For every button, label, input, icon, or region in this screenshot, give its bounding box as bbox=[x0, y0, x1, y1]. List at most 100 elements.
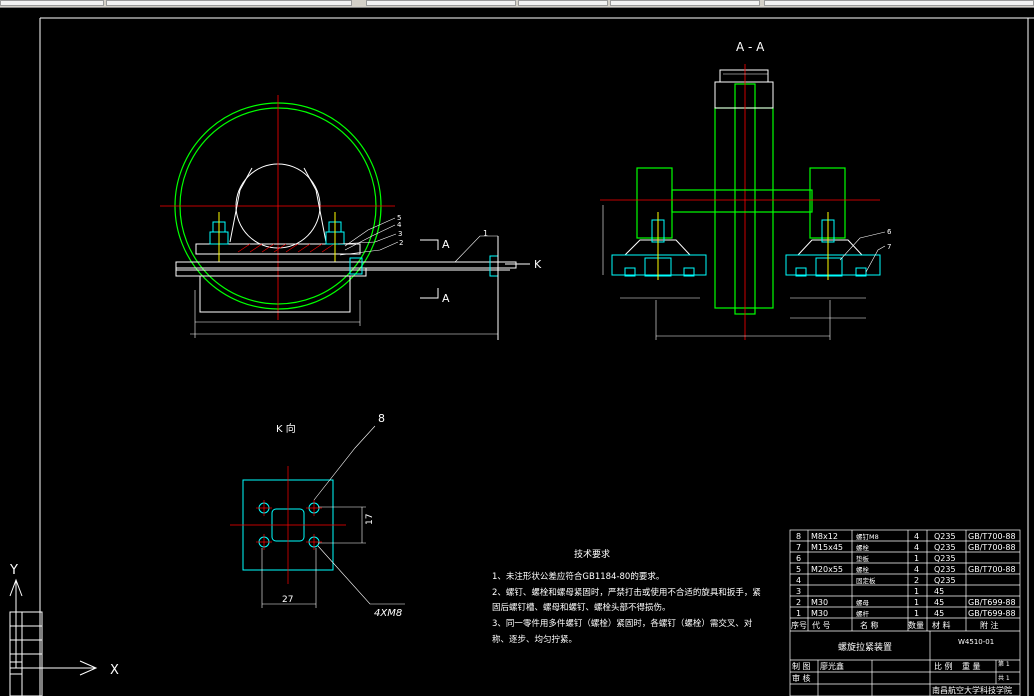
parts-cell-name: 固定板 bbox=[856, 576, 876, 585]
notes-title: 技术要求 bbox=[574, 548, 610, 560]
name-drawn: 廖光鑫 bbox=[820, 661, 844, 671]
parts-cell-no: 8 bbox=[796, 532, 801, 541]
notes-line-4: 3、同一零件用多件螺钉（螺栓）紧固时，各螺钉（螺栓）需交叉、对 bbox=[492, 618, 753, 629]
bolt-right bbox=[325, 212, 345, 262]
parts-cell-std: GB/T699-88 bbox=[968, 598, 1016, 607]
toolbar-dropdown-lineweight[interactable] bbox=[366, 0, 516, 6]
k-view: K 向 8 17 27 4XM8 bbox=[230, 412, 405, 619]
parts-cell-qty: 4 bbox=[914, 565, 919, 574]
drawing-no: W4510-01 bbox=[958, 638, 994, 646]
leader-4: 4 bbox=[397, 221, 402, 229]
wheel-frame bbox=[714, 69, 774, 109]
parts-cell-no: 1 bbox=[796, 609, 801, 618]
leader-3: 3 bbox=[398, 230, 402, 238]
k-plate-dimensions bbox=[261, 425, 405, 608]
parts-cell-code: M20x55 bbox=[811, 565, 843, 574]
title-block: W4510-01 螺旋拉紧装置 比 例 重 量 第 1 共 1 制 图 廖光鑫 … bbox=[792, 638, 1012, 695]
toolbar-strip bbox=[0, 0, 1034, 8]
toolbar-dropdown-style[interactable] bbox=[518, 0, 608, 6]
k-view-title: K 向 bbox=[276, 422, 296, 435]
parts-cell-code: M15x45 bbox=[811, 543, 843, 552]
parts-cell-name: 垫板 bbox=[856, 554, 870, 563]
notes-line-2: 2、螺钉、螺栓和螺母紧固时，严禁打击或使用不合适的旋具和扳手，紧 bbox=[492, 587, 761, 598]
parts-cell-std: GB/T700-88 bbox=[968, 565, 1016, 574]
parts-cell-mat: 45 bbox=[934, 587, 944, 596]
bearing-block bbox=[175, 167, 517, 313]
hole-note: 4XM8 bbox=[374, 608, 402, 619]
parts-cell-no: 7 bbox=[796, 543, 801, 552]
front-dimensions bbox=[190, 290, 498, 338]
parts-cell-mat: Q235 bbox=[934, 565, 956, 574]
parts-cell-qty: 1 bbox=[914, 598, 919, 607]
parts-cell-mat: Q235 bbox=[934, 543, 956, 552]
parts-cell-std: GB/T700-88 bbox=[968, 532, 1016, 541]
toolbar-dropdown-plotstyle[interactable] bbox=[764, 0, 1034, 6]
role-drawn: 制 图 bbox=[792, 661, 811, 671]
parts-cell-std: GB/T699-88 bbox=[968, 609, 1016, 618]
parts-cell-name: 螺母 bbox=[856, 598, 870, 607]
header-no: 序号 bbox=[791, 620, 807, 630]
parts-cell-mat: Q235 bbox=[934, 554, 956, 563]
bolt-left bbox=[209, 212, 229, 262]
k-plate-dim-w: 27 bbox=[282, 595, 293, 605]
k-plate-callout: 8 bbox=[378, 412, 385, 425]
header-qty: 数量 bbox=[908, 620, 924, 630]
parts-cell-name: 螺栓 bbox=[856, 565, 870, 574]
parts-cell-qty: 4 bbox=[914, 543, 919, 552]
parts-cell-std: GB/T700-88 bbox=[968, 543, 1016, 552]
parts-cell-code: M8x12 bbox=[811, 532, 838, 541]
leader-7: 7 bbox=[887, 243, 891, 251]
drawing-title: 螺旋拉紧装置 bbox=[838, 641, 892, 653]
leader-lines bbox=[337, 217, 498, 263]
notes-line-3: 固后螺钉槽、螺母和螺钉、螺栓头部不得损伤。 bbox=[492, 602, 671, 613]
parts-cell-qty: 1 bbox=[914, 554, 919, 563]
notes-line-1: 1、未注形状公差应符合GB1184-80的要求。 bbox=[492, 571, 664, 582]
parts-cell-mat: 45 bbox=[934, 609, 944, 618]
sheet-a: 第 1 bbox=[998, 660, 1010, 668]
parts-cell-name: 螺栓 bbox=[856, 543, 870, 552]
toolbar-dropdown-layer[interactable] bbox=[0, 0, 104, 6]
notes-line-5: 称、逐步、均匀拧紧。 bbox=[492, 634, 577, 645]
hatching bbox=[237, 243, 335, 253]
parts-cell-qty: 4 bbox=[914, 532, 919, 541]
toolbar-dropdown-dimstyle[interactable] bbox=[610, 0, 760, 6]
section-dimensions bbox=[602, 73, 866, 340]
ucs-icon bbox=[9, 578, 98, 676]
drawing-frame bbox=[9, 17, 1034, 696]
toolbar-dropdown-linetype[interactable] bbox=[106, 0, 352, 6]
front-view: 5 4 3 2 1 A A K bbox=[160, 95, 542, 340]
parts-cell-name: 螺钉M8 bbox=[856, 532, 879, 541]
bearing-left bbox=[611, 212, 707, 280]
center-lines bbox=[160, 95, 395, 320]
ucs-y-label: Y bbox=[9, 563, 18, 578]
scale-label: 比 例 bbox=[934, 661, 953, 671]
k-plate-centers bbox=[230, 466, 346, 584]
section-title: A - A bbox=[736, 40, 765, 54]
section-leaders bbox=[839, 231, 886, 273]
parts-cell-qty: 1 bbox=[914, 587, 919, 596]
parts-cell-code: M30 bbox=[811, 598, 828, 607]
parts-cell-mat: 45 bbox=[934, 598, 944, 607]
wheel-section bbox=[714, 83, 774, 315]
ucs-x-label: X bbox=[110, 663, 119, 678]
parts-cell-mat: Q235 bbox=[934, 532, 956, 541]
parts-cell-no: 6 bbox=[796, 554, 801, 563]
school-name: 南昌航空大学科技学院 bbox=[932, 685, 1012, 695]
shaft-section bbox=[636, 167, 846, 239]
parts-cell-qty: 1 bbox=[914, 609, 919, 618]
parts-cell-mat: Q235 bbox=[934, 576, 956, 585]
parts-cell-no: 3 bbox=[796, 587, 801, 596]
header-code: 代 号 bbox=[812, 620, 831, 630]
header-mat: 材 料 bbox=[932, 620, 951, 630]
drawing-canvas[interactable]: 5 4 3 2 1 A A K A - A bbox=[0, 8, 1034, 696]
header-name: 名 称 bbox=[860, 620, 879, 630]
screw-rod bbox=[176, 236, 510, 340]
header-note: 附 注 bbox=[980, 620, 999, 630]
section-view: A - A bbox=[600, 40, 892, 340]
leader-6: 6 bbox=[887, 228, 892, 236]
section-arrow-a-top: A bbox=[442, 238, 450, 251]
weight-label: 重 量 bbox=[962, 661, 981, 671]
view-arrow-k: K bbox=[534, 258, 542, 271]
bearing-right bbox=[785, 212, 881, 280]
